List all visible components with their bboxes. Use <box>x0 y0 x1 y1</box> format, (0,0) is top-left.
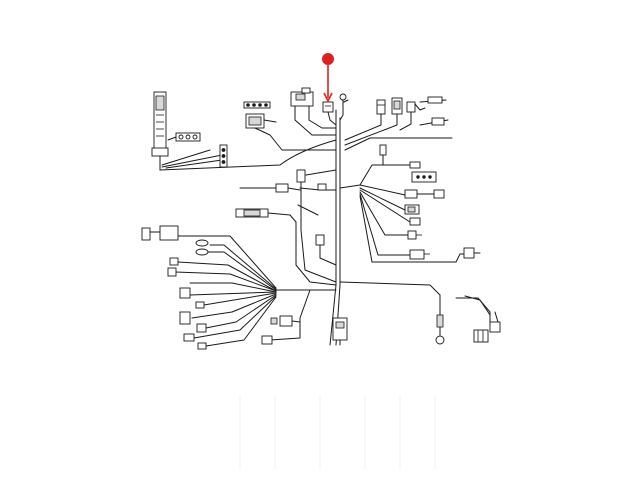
right-branch-stack <box>339 144 481 263</box>
left-connector-4 <box>169 257 179 266</box>
lower-right-connector <box>489 321 501 333</box>
handlebar-switch-grip <box>155 95 165 111</box>
right-connector-5 <box>409 249 425 260</box>
sensor-c <box>406 101 416 113</box>
sensor-a <box>376 99 386 115</box>
top-middle-connectors <box>243 87 349 151</box>
upper-left-branch <box>151 91 337 171</box>
left-connector-5 <box>167 267 177 277</box>
left-connector-1 <box>141 227 151 241</box>
top-right-components <box>344 96 453 151</box>
right-connector-3 <box>409 217 421 226</box>
callout-dot-icon[interactable] <box>322 53 334 65</box>
left-connector-6 <box>179 287 191 299</box>
lower-sensor <box>435 335 445 345</box>
left-connector-7 <box>195 301 205 309</box>
right-connector-1 <box>404 189 418 199</box>
mid-connector-b <box>315 234 325 246</box>
lower-relay <box>332 317 348 341</box>
faint-background-lines <box>239 395 436 470</box>
left-connector-10 <box>183 333 195 342</box>
lower-middle <box>261 289 348 346</box>
callout-marker <box>322 53 334 103</box>
right-connector-6 <box>463 247 475 259</box>
left-connector-11 <box>197 342 207 350</box>
horn-connector <box>427 96 443 104</box>
main-trunk <box>329 109 341 346</box>
top-plug <box>339 93 347 101</box>
left-connector-9 <box>196 323 207 333</box>
top-pin-connector <box>243 101 271 109</box>
left-connector-8 <box>179 311 191 325</box>
lower-connector-b <box>279 315 293 327</box>
callout-connector <box>322 101 334 113</box>
right-connector-4 <box>407 230 417 240</box>
lower-right-plug <box>473 329 489 343</box>
lamp-connector <box>431 117 445 126</box>
ground-terminal <box>379 144 387 156</box>
left-fan-out <box>141 225 337 350</box>
middle-left-cluster <box>235 169 337 286</box>
right-lower-branch <box>339 281 501 345</box>
lower-connector-a <box>261 335 273 345</box>
mid-connector-a <box>296 169 306 183</box>
left-connector-3 <box>195 248 209 256</box>
mid-connector-c <box>275 183 289 193</box>
callout-arrow-icon <box>323 92 333 103</box>
left-connector-2 <box>195 239 209 247</box>
